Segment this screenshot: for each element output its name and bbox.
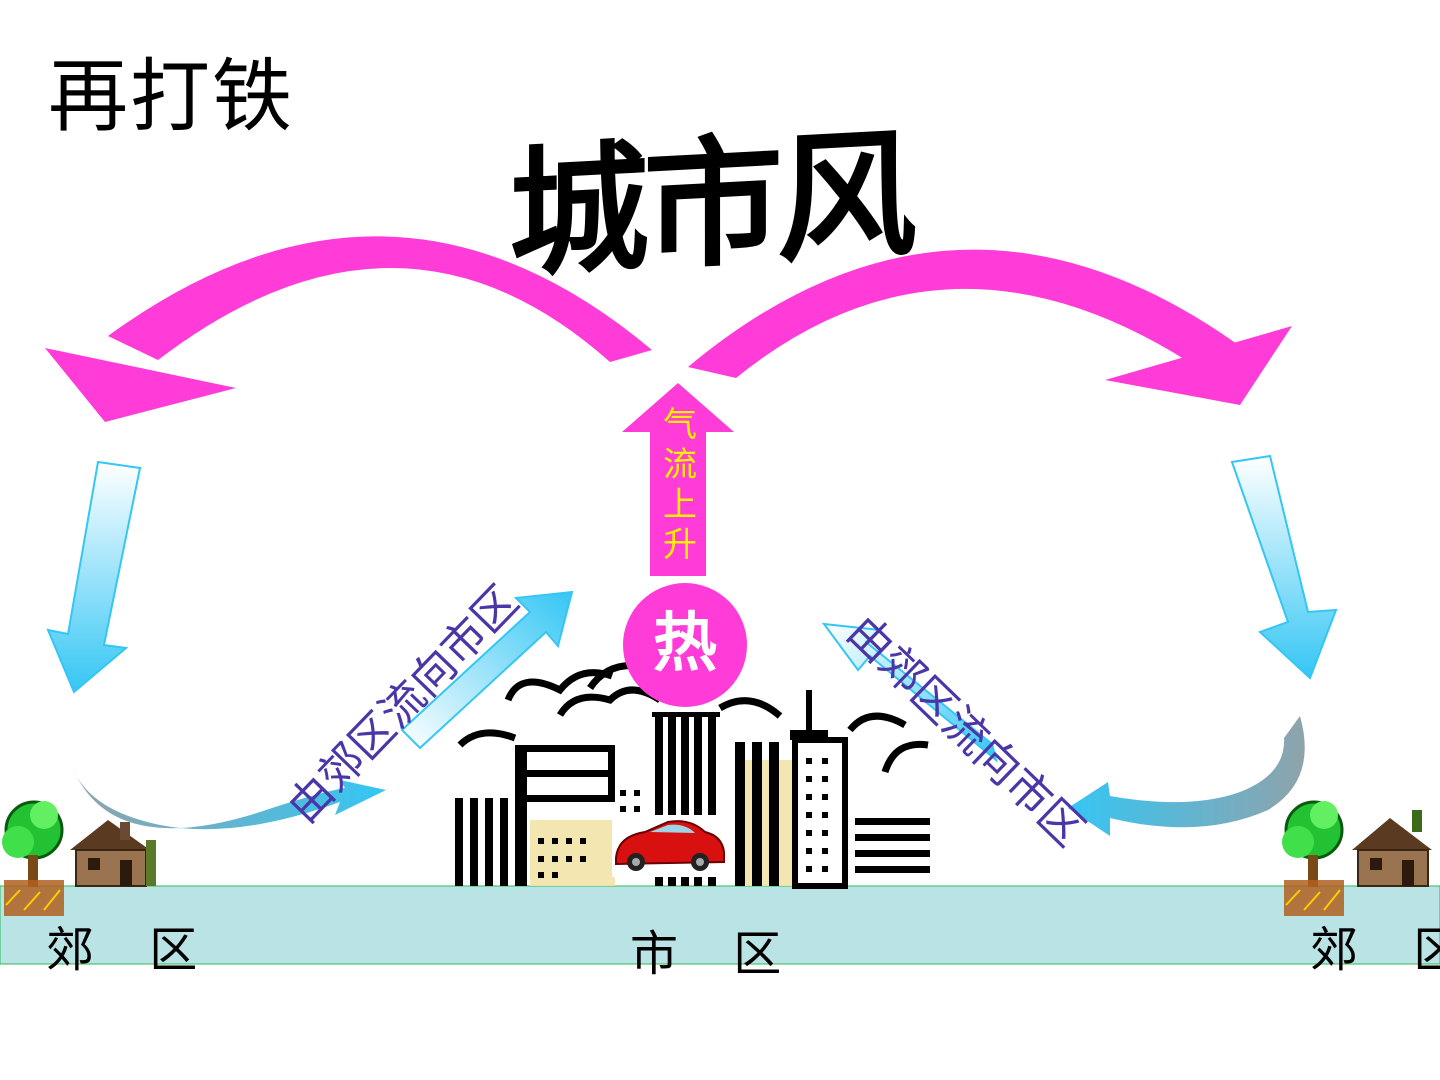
rising-air-arrow: [622, 383, 734, 576]
page-title: 再打铁: [48, 50, 294, 143]
upper-left-arc-arrow: [45, 236, 652, 422]
descending-right-arrow: [1230, 454, 1338, 680]
heat-circle: [623, 583, 747, 707]
tree-icon: [1282, 800, 1344, 916]
skyline-icon: [455, 662, 930, 889]
lower-right-curve-flow: [1068, 716, 1305, 836]
house-icon: [1352, 810, 1432, 887]
inflow-left-arrow: [400, 590, 574, 750]
ground-band: [0, 885, 1440, 965]
tree-icon: [2, 800, 64, 916]
heat-label: 热: [653, 607, 717, 681]
upper-right-arc-arrow: [688, 249, 1292, 405]
city-center-label: 市 区: [630, 926, 802, 982]
lower-left-curve-flow: [72, 766, 386, 830]
diagram-title: 城市风: [508, 113, 911, 298]
car-icon: [612, 815, 726, 877]
house-icon: [70, 820, 156, 887]
inflow-right-arrow: [821, 622, 998, 763]
suburb-left-label: 郊 区: [46, 922, 218, 978]
rising-air-label: 气流上升: [663, 405, 697, 565]
suburb-right-label: 郊 区: [1310, 922, 1440, 978]
descending-left-arrow: [46, 460, 142, 694]
